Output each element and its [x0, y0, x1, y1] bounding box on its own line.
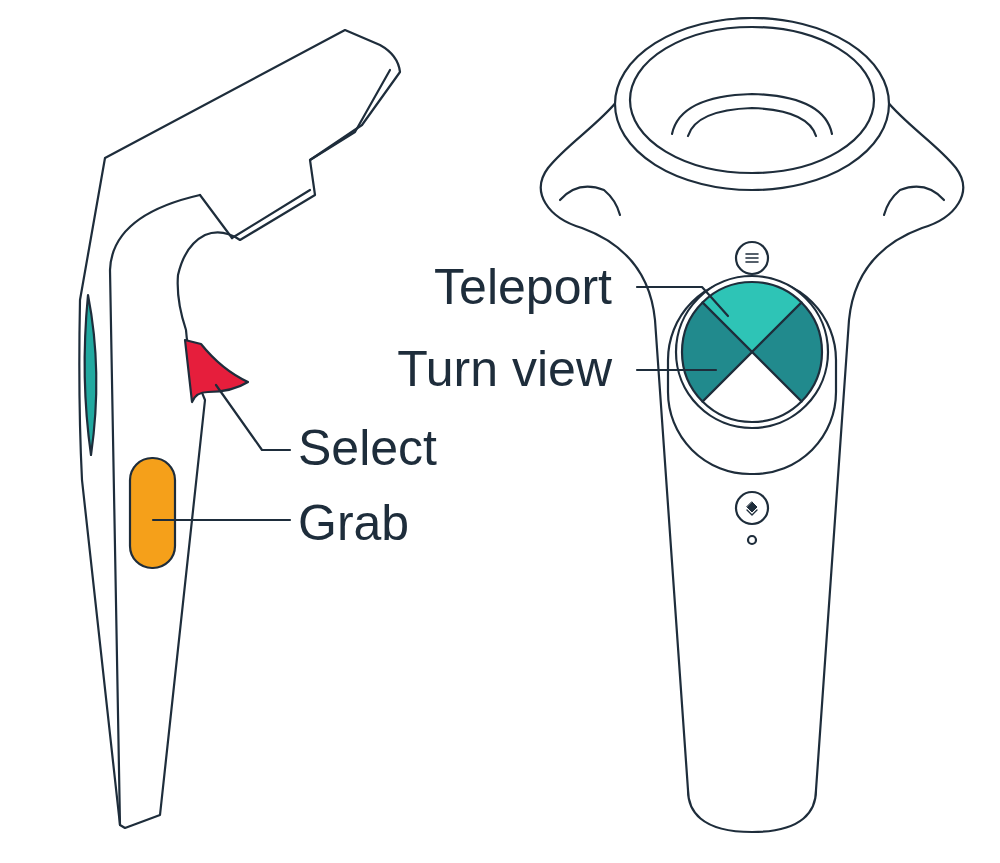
tracking-ring — [615, 18, 889, 190]
controller-side-edge — [232, 190, 310, 238]
leader-line — [216, 385, 290, 450]
callout-label: Turn view — [397, 344, 612, 394]
controller-side-edge — [110, 195, 200, 825]
menu-icon — [746, 254, 758, 262]
system-button — [736, 492, 768, 524]
status-light — [748, 536, 756, 544]
grip-button — [130, 458, 175, 568]
callout-label: Select — [298, 423, 437, 473]
callout-label: Grab — [298, 498, 409, 548]
ring-lens — [672, 94, 832, 134]
callout-label: Teleport — [434, 262, 612, 312]
tracking-ring-inner — [630, 27, 874, 173]
arm-edge — [884, 187, 944, 215]
trackpad-rim — [676, 276, 828, 428]
trigger — [185, 340, 248, 402]
system-icon — [747, 510, 757, 515]
trackpad-side — [85, 295, 97, 455]
ring-lens — [688, 108, 816, 136]
leader-line — [153, 519, 290, 521]
controller-front-outline — [541, 18, 963, 832]
controller-side-edge — [310, 70, 390, 160]
menu-button — [736, 242, 768, 274]
trackpad-left — [682, 303, 752, 402]
leader-line — [637, 369, 716, 371]
controller-side-edge — [200, 195, 232, 238]
arm-edge — [560, 187, 620, 215]
system-icon — [747, 502, 757, 512]
leader-line — [637, 287, 728, 316]
